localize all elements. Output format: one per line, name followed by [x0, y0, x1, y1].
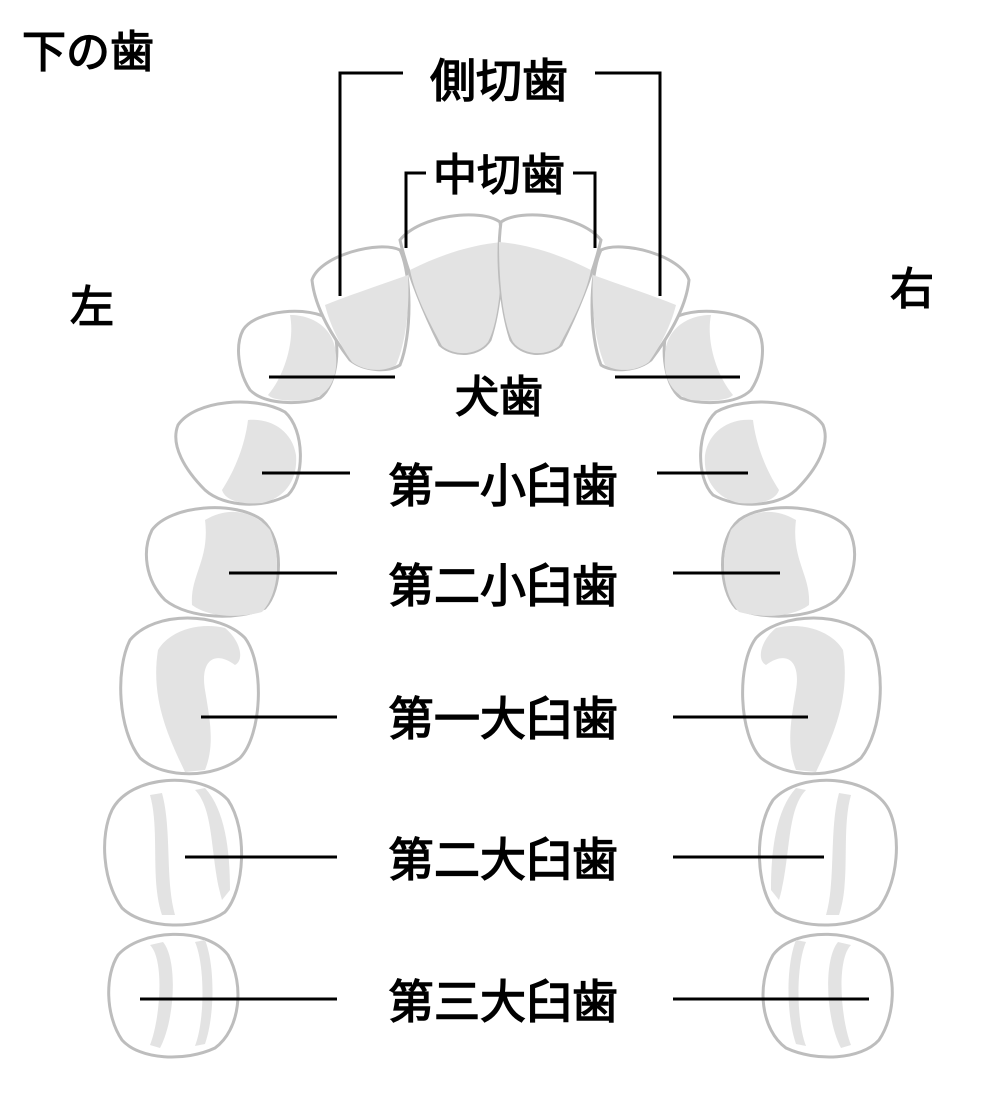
- tooth-left-second-molar: [103, 778, 243, 927]
- tooth-right-canine: [662, 309, 764, 404]
- lateral-incisor-bracket-right: [595, 71, 662, 296]
- tooth-right-second-molar: [758, 778, 898, 927]
- tooth-left-central-incisor: [398, 213, 504, 355]
- tooth-right-first-molar: [741, 616, 882, 776]
- tooth-right-lateral-incisor: [590, 245, 691, 372]
- label-first-molar: 第一大臼歯: [388, 692, 618, 746]
- side-label-left: 左: [70, 282, 114, 333]
- tooth-left-second-premolar: [144, 506, 280, 618]
- label-second-molar: 第二大臼歯: [388, 833, 618, 887]
- central-incisor-bracket-right: [573, 171, 597, 248]
- tooth-left-first-molar: [119, 616, 260, 776]
- central-incisor-bracket-left: [404, 171, 426, 248]
- tooth-right-central-incisor: [497, 213, 603, 355]
- leader-lines: [140, 71, 869, 1001]
- label-canine: 犬歯: [455, 372, 543, 423]
- tooth-right-third-molar: [761, 932, 894, 1059]
- tooth-left-first-premolar: [174, 400, 302, 506]
- tooth-left-canine: [237, 309, 339, 404]
- side-label-right: 右: [890, 264, 934, 315]
- labels: 下の歯 左 右 側切歯 中切歯 犬歯 第一小臼歯 第二小臼歯 第一大臼歯 第二大…: [22, 27, 934, 1029]
- label-second-premolar: 第二小臼歯: [388, 559, 618, 613]
- label-third-molar: 第三大臼歯: [388, 975, 618, 1029]
- tooth-right-second-premolar: [721, 506, 857, 618]
- lateral-incisor-bracket-left: [338, 71, 403, 296]
- tooth-right-first-premolar: [699, 400, 827, 506]
- page-title: 下の歯: [22, 27, 154, 78]
- label-first-premolar: 第一小臼歯: [388, 459, 618, 513]
- dental-arch: [103, 213, 898, 1059]
- tooth-left-third-molar: [107, 932, 240, 1059]
- label-lateral-incisor: 側切歯: [429, 54, 568, 108]
- label-central-incisor: 中切歯: [433, 150, 565, 201]
- tooth-left-lateral-incisor: [310, 245, 411, 372]
